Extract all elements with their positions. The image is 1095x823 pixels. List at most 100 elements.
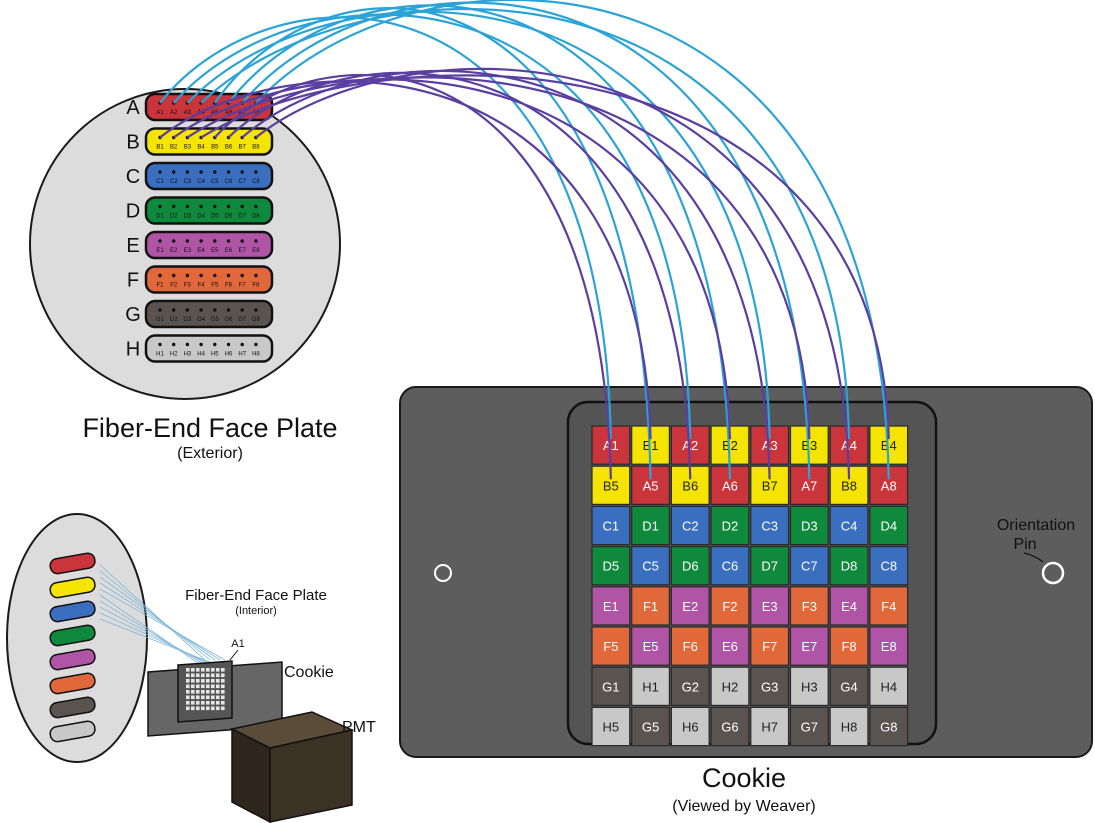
fiber-end-label: F4 (198, 283, 206, 289)
cookie-cell (750, 586, 790, 626)
inset-cookie-cell (211, 673, 215, 678)
fiber-end-label: D6 (225, 214, 233, 220)
cookie-cell-label: B4 (881, 438, 897, 453)
fiber-end-dot (172, 239, 176, 243)
cookie-cell-label: H8 (841, 720, 858, 735)
cookie-cell-label: A6 (722, 478, 738, 493)
cookie-cell-label: D6 (682, 559, 699, 574)
inset-cookie-cell (191, 673, 195, 678)
fiber-end-label: G5 (211, 317, 220, 323)
inset-cookie-cell (201, 695, 205, 700)
cookie-cell-label: H1 (642, 679, 659, 694)
cookie-cell-label: H3 (801, 679, 818, 694)
inset-cookie-cell (211, 684, 215, 689)
inset-fiber (99, 618, 226, 669)
fiber-end-label: E6 (225, 248, 233, 254)
fiber-end-dot (226, 204, 231, 209)
inset-fiber (99, 564, 206, 661)
fiber-end-label: G6 (224, 317, 233, 323)
inset-cookie-cell (186, 668, 190, 672)
cookie-cell-label: H7 (761, 720, 778, 735)
inset-cookie-cell (221, 673, 225, 678)
fiber-end-dot (199, 308, 203, 312)
cookie-cell (710, 626, 750, 666)
fiber-end-label: B2 (170, 145, 178, 151)
fiber-end-label: A3 (184, 110, 192, 116)
fiber-end-label: B5 (211, 145, 219, 151)
cookie-cell-label: G8 (880, 720, 897, 735)
pmt-front (269, 729, 353, 823)
inset-cookie-cell (221, 701, 225, 705)
cookie-cell (670, 505, 710, 546)
cookie-cell (869, 626, 909, 666)
cookie-cell (710, 706, 750, 747)
fiber-end-dot (185, 308, 190, 312)
fiber-end-label: F8 (252, 283, 260, 289)
cookie-cell (631, 505, 671, 546)
inset-cookie-cell (221, 679, 225, 683)
fiber-end-label: C8 (252, 179, 260, 185)
inset-cookie-cell (216, 695, 220, 700)
cookie-cell-label: C8 (880, 559, 897, 574)
cookie-cell (591, 666, 631, 707)
cookie-cell-label: D8 (841, 559, 858, 574)
cookie-cell (750, 666, 790, 707)
fiber-end-dot (172, 342, 176, 347)
fiber-end-dot (172, 273, 176, 278)
cookie-cell-label: D1 (642, 519, 659, 534)
orientation-pin-label: Pin (1013, 536, 1036, 553)
inset-cookie-cell (191, 684, 195, 689)
fiber-bundle-bar (144, 334, 274, 363)
cookie-cell (750, 626, 790, 666)
inset-fiber (99, 594, 206, 669)
inset-faceplate-subtitle: (Interior) (235, 605, 277, 617)
inset-cookie-cell (206, 690, 210, 694)
inset-cookie-cell (191, 706, 195, 711)
cookie-cell-label: C1 (603, 519, 620, 534)
fiber-end-dot (226, 273, 231, 278)
faceplate-row-letter: F (127, 270, 139, 292)
cookie-cell (591, 505, 631, 546)
inset-cookie-cell (216, 706, 220, 711)
cookie-cell (789, 666, 829, 707)
cookie-cell-label: C2 (682, 519, 699, 534)
fiber-end-label: H6 (225, 352, 233, 358)
cookie-cell-label: E1 (603, 599, 619, 614)
fiber-end-dot (158, 170, 162, 174)
inset-cookie-cell (206, 695, 210, 700)
orientation-pin (1041, 561, 1065, 585)
fiber-end-label: G2 (170, 317, 179, 323)
inset-fiber (99, 576, 216, 661)
fiber-end-label: F2 (170, 283, 178, 289)
inset-cookie-cell (211, 690, 215, 694)
fiber-end-label: D5 (211, 214, 219, 220)
cookie-cell-label: B3 (801, 438, 817, 453)
inset-cookie-cell (206, 701, 210, 705)
fiber-end-dot (172, 170, 176, 174)
cookie-cell (869, 586, 909, 626)
cookie-cell (869, 505, 909, 546)
inset-cookie-cell (216, 690, 220, 694)
fiber-end-dot (199, 170, 203, 174)
cookie-cell (631, 626, 671, 666)
fiber-end-label: B8 (252, 145, 260, 151)
inset-cookie-cell (191, 701, 195, 705)
orientation-leader (1023, 552, 1044, 563)
cookie-cell-label: B5 (603, 478, 619, 493)
fiber-end-dot (213, 170, 217, 174)
cookie-cell-label: F6 (683, 639, 698, 654)
fiber-end-label: G4 (197, 317, 206, 323)
cookie-cell (829, 586, 869, 626)
cookie-cell-label: C7 (801, 559, 818, 574)
fiber-end-label: C7 (238, 179, 246, 185)
cookie-cell (631, 706, 671, 747)
cookie-cell-label: C3 (761, 519, 778, 534)
inset-fiber (99, 582, 221, 661)
fiber-end-dot (199, 204, 203, 209)
cookie-cell-label: D2 (722, 519, 739, 534)
cookie-cell (789, 706, 829, 747)
fiber-end-dot (199, 273, 203, 278)
faceplate-row-letter: A (126, 97, 140, 119)
fiber-end-dot (185, 273, 190, 278)
fiber-end-label: H2 (170, 352, 178, 358)
